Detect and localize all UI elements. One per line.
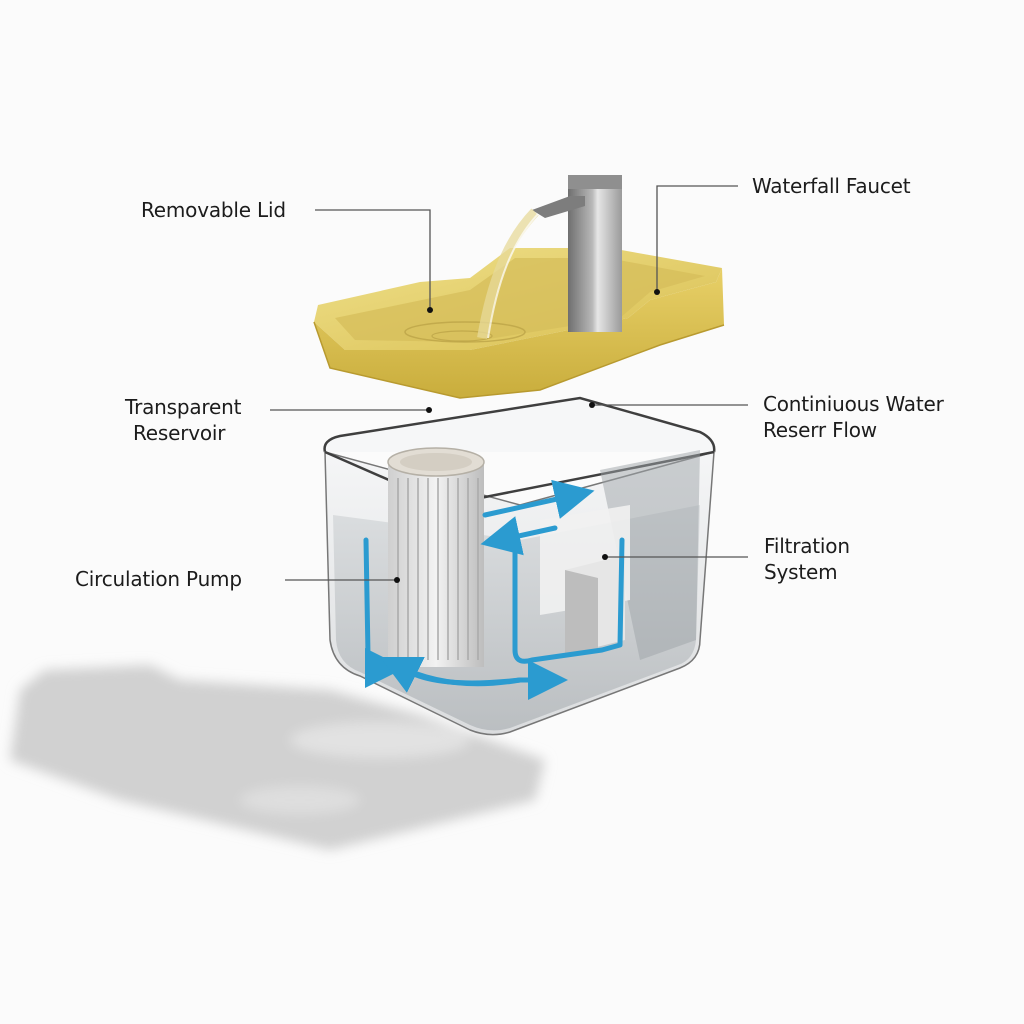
- label-line: Waterfall Faucet: [752, 174, 911, 198]
- label-line: Reserr Flow: [763, 418, 877, 442]
- label-circulation-pump: Circulation Pump: [75, 566, 242, 592]
- label-continuous-water-flow: Continiuous Water Reserr Flow: [763, 391, 944, 443]
- label-removable-lid: Removable Lid: [141, 197, 286, 223]
- floor-shadow: [10, 665, 545, 850]
- label-line: Filtration: [764, 534, 850, 558]
- filtration-box: [540, 505, 630, 655]
- label-line: System: [764, 560, 838, 584]
- label-transparent-reservoir: Transparent Reservoir: [125, 394, 241, 446]
- flow-arrows: [363, 479, 625, 700]
- leader-lines: [270, 185, 748, 581]
- filter-cartridge: [387, 447, 485, 667]
- label-line: Continiuous Water: [763, 392, 944, 416]
- waterfall-faucet-part: [477, 175, 622, 339]
- label-line: Circulation Pump: [75, 567, 242, 591]
- label-waterfall-faucet: Waterfall Faucet: [752, 173, 911, 199]
- label-line: Reservoir: [133, 421, 226, 445]
- removable-lid-part: [313, 248, 725, 399]
- label-line: Transparent: [125, 395, 242, 419]
- leader-dots: [394, 289, 660, 583]
- label-filtration-system: Filtration System: [764, 533, 850, 585]
- label-line: Removable Lid: [141, 198, 286, 222]
- transparent-reservoir-part: [323, 396, 716, 736]
